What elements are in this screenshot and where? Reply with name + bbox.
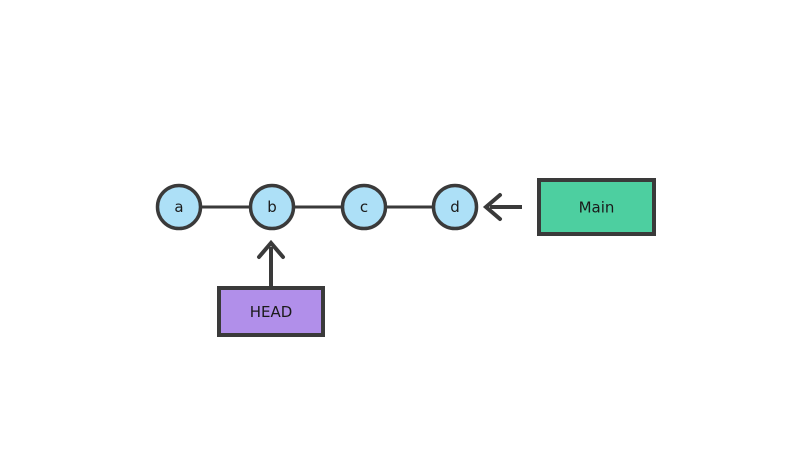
commit-label-b: b bbox=[267, 198, 277, 216]
commit-label-a: a bbox=[174, 198, 183, 216]
commit-circle-d[interactable] bbox=[431, 183, 479, 231]
commit-node-c[interactable]: c bbox=[340, 183, 388, 231]
commit-circle-c[interactable] bbox=[340, 183, 388, 231]
commit-node-b[interactable]: b bbox=[248, 183, 296, 231]
branch-box-main[interactable]: Main bbox=[537, 178, 656, 236]
head-pointer-head bbox=[257, 239, 285, 259]
commit-node-a[interactable]: a bbox=[155, 183, 203, 231]
head-box-rect[interactable] bbox=[217, 286, 325, 337]
head-box-label: HEAD bbox=[250, 303, 293, 321]
commit-circle-a[interactable] bbox=[155, 183, 203, 231]
branch-box-main-rect[interactable] bbox=[537, 178, 656, 236]
commit-label-c: c bbox=[360, 198, 368, 216]
commit-circle-b[interactable] bbox=[248, 183, 296, 231]
main-pointer-arrow-icon bbox=[482, 193, 522, 221]
branch-box-main-label: Main bbox=[579, 199, 615, 217]
commit-label-d: d bbox=[450, 198, 460, 216]
commit-node-d[interactable]: d bbox=[431, 183, 479, 231]
head-box[interactable]: HEAD bbox=[217, 286, 325, 337]
main-pointer-head bbox=[482, 193, 502, 221]
head-pointer-arrow-icon bbox=[257, 239, 285, 286]
